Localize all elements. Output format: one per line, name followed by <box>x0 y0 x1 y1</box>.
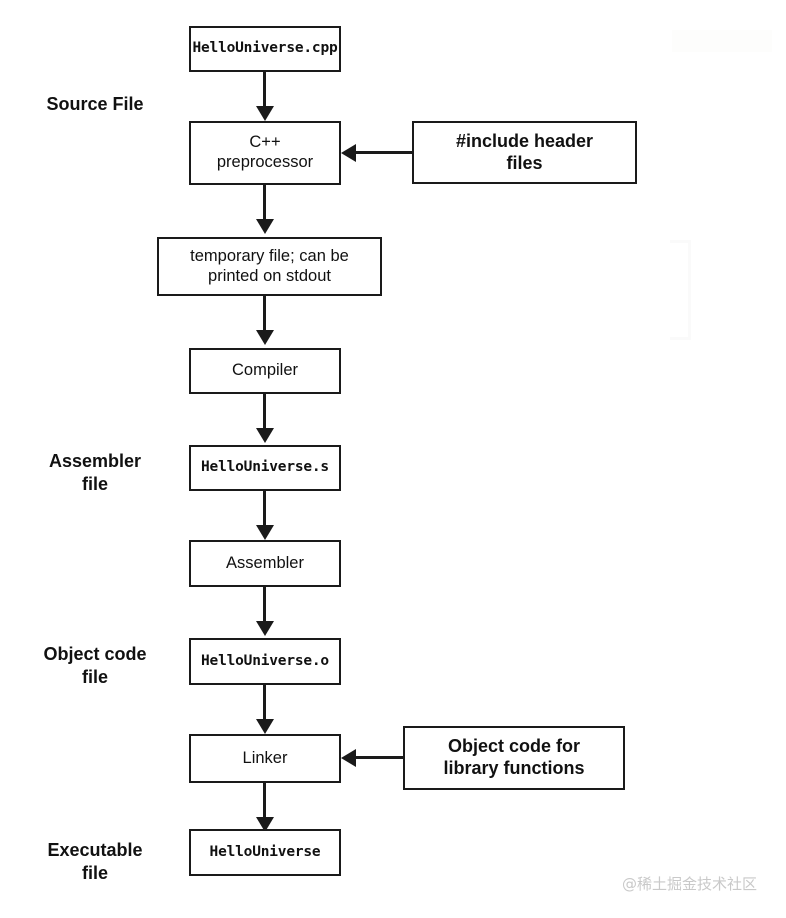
edge-assembly-to-assembler-arrowhead <box>255 525 274 540</box>
node-include-headers[interactable]: #include header files <box>412 121 637 184</box>
side-label-source-file: Source File <box>20 93 170 116</box>
node-label: HelloUniverse.cpp <box>192 40 338 57</box>
node-label: C++ preprocessor <box>216 133 314 171</box>
node-label: Compiler <box>231 361 299 380</box>
edge-temp-to-compiler-arrowhead <box>255 330 274 345</box>
ghost-smudge-watermark <box>672 30 772 52</box>
edge-assembler-to-object-line <box>263 587 266 624</box>
edge-assembler-to-object-arrowhead <box>255 621 274 636</box>
edge-object-to-linker-line <box>263 685 266 722</box>
node-label: Object code for library functions <box>443 736 585 778</box>
side-label-text: Object code file <box>43 644 147 687</box>
node-object-file[interactable]: HelloUniverse.o <box>189 638 341 685</box>
edge-include-to-preprocessor-arrowhead <box>341 143 356 162</box>
node-compiler[interactable]: Compiler <box>189 348 341 394</box>
edge-compiler-to-assembly-line <box>263 394 266 431</box>
ghost-bracket-watermark <box>670 240 691 340</box>
side-label-text: Executable file <box>47 840 143 883</box>
side-label-executable-file: Executable file <box>20 839 170 884</box>
edge-library-to-linker-arrowhead <box>341 748 356 767</box>
node-library-object-code[interactable]: Object code for library functions <box>403 726 625 790</box>
node-label: temporary file; can be printed on stdout <box>190 246 349 285</box>
edge-preprocessor-to-temp-arrowhead <box>255 219 274 234</box>
edge-include-to-preprocessor-line <box>352 151 414 154</box>
site-watermark: @稀土掘金技术社区 <box>622 873 757 894</box>
edge-compiler-to-assembly-arrowhead <box>255 428 274 443</box>
edge-library-to-linker-line <box>352 756 405 759</box>
node-temporary-file[interactable]: temporary file; can be printed on stdout <box>157 237 382 296</box>
node-executable[interactable]: HelloUniverse <box>189 829 341 876</box>
node-source-cpp[interactable]: HelloUniverse.cpp <box>189 26 341 72</box>
side-label-text: Source File <box>46 94 144 114</box>
node-assembler[interactable]: Assembler <box>189 540 341 587</box>
node-label: HelloUniverse.s <box>201 459 329 476</box>
node-label: Assembler <box>226 553 304 572</box>
node-label: Linker <box>242 748 288 767</box>
edge-linker-to-executable-arrowhead <box>255 817 274 832</box>
edge-object-to-linker-arrowhead <box>255 719 274 734</box>
side-label-object-code-file: Object code file <box>20 643 170 688</box>
node-label: #include header files <box>455 130 594 173</box>
side-label-text: Assembler file <box>48 451 142 494</box>
edge-source-to-preprocessor-line <box>263 72 266 110</box>
node-label: HelloUniverse <box>209 843 321 860</box>
node-assembly-file[interactable]: HelloUniverse.s <box>189 445 341 491</box>
side-label-assembler-file: Assembler file <box>20 450 170 495</box>
node-preprocessor[interactable]: C++ preprocessor <box>189 121 341 185</box>
node-label: HelloUniverse.o <box>201 652 329 669</box>
watermark-text: @稀土掘金技术社区 <box>622 875 758 893</box>
node-linker[interactable]: Linker <box>189 734 341 783</box>
edge-source-to-preprocessor-arrowhead <box>255 106 274 121</box>
edge-assembly-to-assembler-line <box>263 491 266 528</box>
edge-linker-to-executable-line <box>263 783 266 820</box>
edge-temp-to-compiler-line <box>263 296 266 333</box>
edge-preprocessor-to-temp-line <box>263 185 266 222</box>
